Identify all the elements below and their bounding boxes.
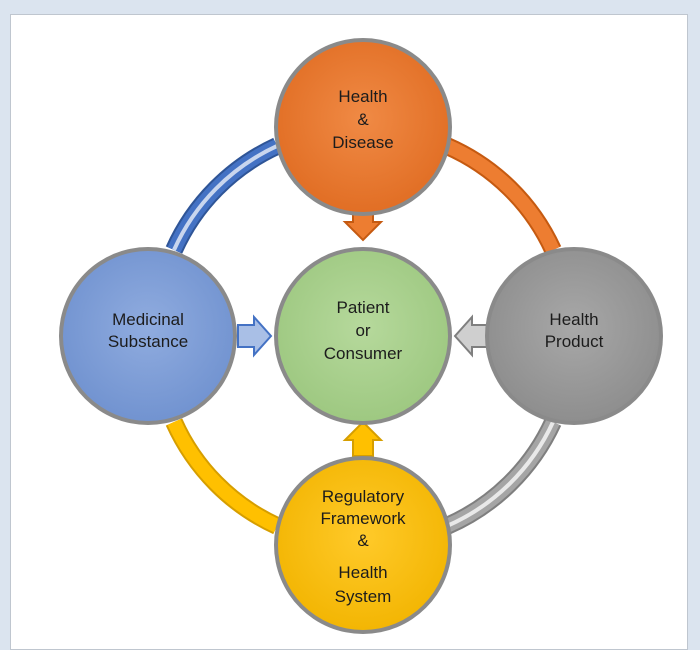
node-regulatory-framework-line-1: Regulatory: [322, 487, 405, 506]
arrow-right-icon: [237, 314, 273, 358]
node-health-disease-line-1: Health: [338, 87, 387, 106]
arrow-left-icon: [453, 314, 489, 358]
node-health-product-line-2: Product: [545, 332, 604, 351]
node-health-product: Health Product: [485, 247, 663, 425]
node-medicinal-substance-line-1: Medicinal: [112, 310, 184, 329]
node-patient-consumer-line-2: or: [355, 321, 370, 340]
arrow-up-icon: [342, 420, 384, 457]
ring-arc-bottom-left: [165, 418, 281, 535]
node-patient-consumer: Patient or Consumer: [274, 247, 452, 425]
node-health-disease: Health & Disease: [274, 38, 452, 216]
node-patient-consumer-line-1: Patient: [337, 298, 390, 317]
node-regulatory-framework-line-3: &: [357, 531, 369, 550]
node-medicinal-substance: Medicinal Substance: [59, 247, 237, 425]
node-health-product-line-1: Health: [549, 310, 598, 329]
ring-arc-top-right: [443, 137, 562, 254]
node-health-disease-line-3: Disease: [332, 133, 393, 152]
node-regulatory-framework-line-5: System: [335, 587, 392, 606]
node-patient-consumer-line-3: Consumer: [324, 344, 403, 363]
node-regulatory-framework-line-2: Framework: [320, 509, 406, 528]
node-regulatory-framework-line-4: Health: [338, 563, 387, 582]
ring-arc-bottom-right: [443, 418, 562, 535]
node-regulatory-framework: Regulatory Framework & Health System: [274, 456, 452, 634]
ring-arc-top-left: [165, 137, 281, 254]
node-health-disease-line-2: &: [357, 110, 369, 129]
node-medicinal-substance-line-2: Substance: [108, 332, 188, 351]
